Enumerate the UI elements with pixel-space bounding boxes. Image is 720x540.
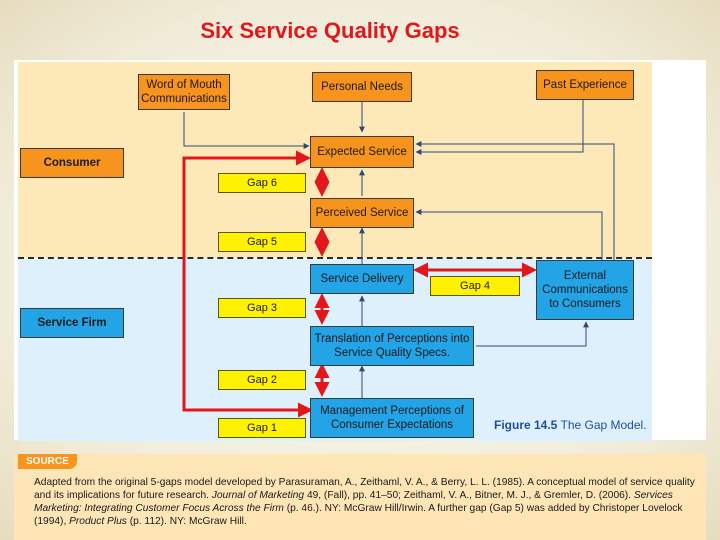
connector-lines (182, 100, 615, 418)
consumer-label: Consumer (20, 148, 124, 178)
translation-to-external-line (476, 321, 589, 347)
gap3-label: Gap 3 (218, 298, 306, 318)
source-book2: Product Plus (69, 516, 127, 527)
personal-needs-box: Personal Needs (312, 72, 412, 102)
management-perceptions-box: Management Perceptions of Consumer Expec… (310, 398, 474, 438)
zone-divider (18, 257, 652, 259)
source-part1: Adapted from the original 5-gaps model d… (34, 477, 695, 501)
perceived-service-box: Perceived Service (310, 198, 414, 228)
slide-title: Six Service Quality Gaps (200, 18, 460, 43)
service-delivery-box: Service Delivery (310, 264, 414, 294)
service-firm-label: Service Firm (20, 308, 124, 338)
expected-service-box: Expected Service (310, 136, 414, 168)
wom-to-expected-line (183, 112, 310, 149)
source-journal: Journal of Marketing (211, 490, 305, 501)
source-panel: SOURCE Adapted from the original 5-gaps … (14, 454, 706, 540)
gap5-label: Gap 5 (218, 232, 306, 252)
translation-box: Translation of Perceptions into Service … (310, 326, 474, 366)
gap4-label: Gap 4 (430, 276, 520, 296)
word-of-mouth-box: Word of Mouth Communications (138, 74, 230, 110)
gap1-label: Gap 1 (218, 418, 306, 438)
external-to-expected-line (415, 141, 615, 260)
source-part3: (p. 46.). NY: McGraw Hill/Irwin. A furth… (34, 503, 683, 527)
gap1-red-path (182, 150, 313, 418)
gap2-label: Gap 2 (218, 370, 306, 390)
gap6-label: Gap 6 (218, 173, 306, 193)
source-book1: Services Marketing: Integrating Customer… (34, 490, 673, 514)
gap-model-figure: Consumer Service Firm Word of Mouth Comm… (14, 60, 706, 441)
source-tag: SOURCE (18, 454, 77, 469)
figure-number: Figure 14.5 (494, 418, 558, 432)
past-experience-box: Past Experience (536, 70, 634, 100)
source-part4: (p. 112). NY: McGraw Hill. (126, 516, 247, 527)
past-to-expected-line (415, 100, 584, 155)
external-to-perceived-line (415, 209, 603, 260)
source-part2: 49, (Fall), pp. 41–50; Zeithaml, V. A., … (304, 490, 634, 501)
figure-caption: Figure 14.5 The Gap Model. (494, 418, 647, 432)
figure-caption-text: The Gap Model. (560, 418, 647, 432)
source-text: Adapted from the original 5-gaps model d… (34, 476, 698, 528)
external-communications-box: External Communications to Consumers (536, 260, 634, 320)
